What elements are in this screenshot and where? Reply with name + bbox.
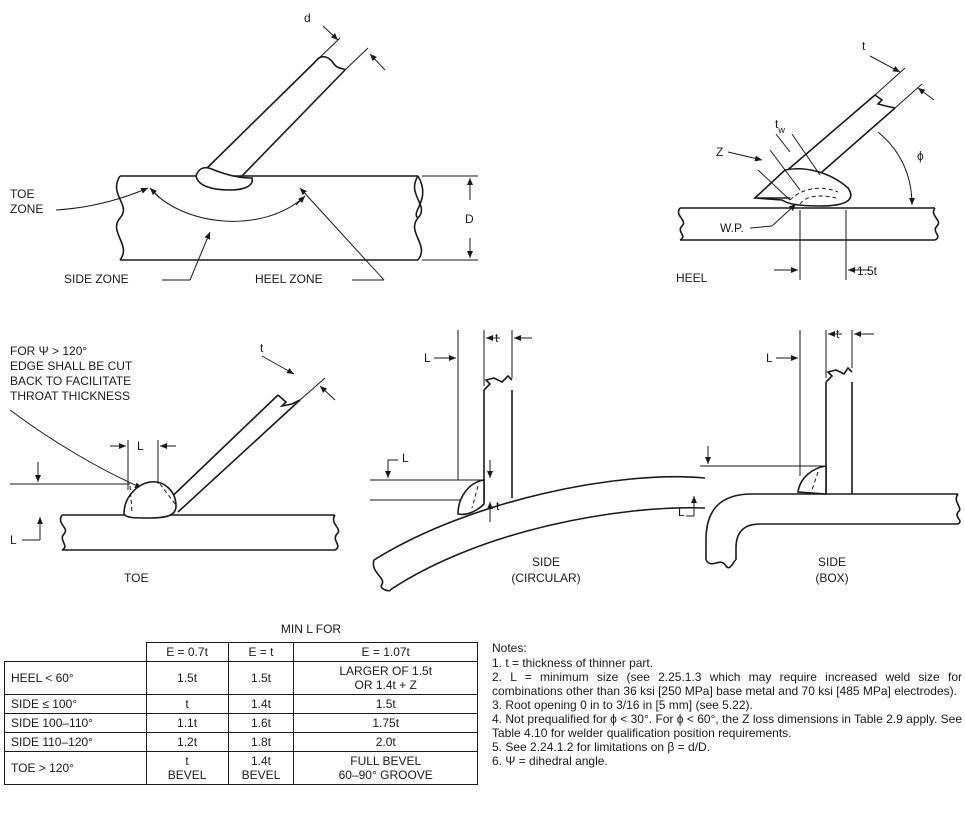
toe-note-2: EDGE SHALL BE CUT [10,359,133,373]
table-cell-line: FULL BEVEL [350,754,422,768]
label-side-box-1: SIDE [818,555,846,569]
label-phi: ϕ [917,149,924,163]
label-t-box: t [836,327,840,341]
side-box-detail: L t L SIDE (BOX) [678,327,961,585]
joint-details-drawing: d D TOE ZONE SIDE ZONE HEEL ZONE [9,11,961,592]
table-caption: MIN L FOR [280,622,342,636]
table-cell: 1.2t [145,732,229,752]
toe-note-1: FOR Ψ > 120° [10,344,87,358]
table-header-cell: E = 0.7t [145,642,229,662]
side-circular-detail: L t L t SIDE (CIRCULAR) [370,330,706,592]
table-row-label: SIDE 110–120° [4,732,147,752]
table-header-row: E = 0.7t E = t E = 1.07t [4,642,478,662]
table-cell: 1.6t [227,713,295,733]
table-row-label: HEEL < 60° [4,661,147,695]
table-cell: 1.5t [145,661,229,695]
heel-detail: t tw Z ϕ W.P. 1.5t HEEL [676,39,940,285]
label-wp: W.P. [720,221,744,235]
label-L-circ-side: L [402,451,409,465]
label-tw: tw [775,117,785,135]
label-L-box-side: L [678,505,685,519]
toe-note-3: BACK TO FACILITATE [10,374,131,388]
label-Z: Z [716,145,723,159]
note-item: 3. Root opening 0 in to 3/16 in [5 mm] (… [492,698,753,712]
table-cell: t [145,694,229,714]
note-item: 1. t = thickness of thinner part. [492,656,654,670]
label-L-toe-top: L [137,439,144,453]
note-item: 4. Not prequalified for ϕ < 30°. For ϕ <… [492,712,962,740]
label-heel-zone: HEEL ZONE [255,272,323,286]
table-cell: 1.4t [227,694,295,714]
table-cell-line: BEVEL [167,768,207,782]
table-row-label: TOE > 120° [4,751,147,785]
label-t-toe: t [260,341,264,355]
label-side-circ-2: (CIRCULAR) [511,571,580,585]
table-row: SIDE 100–110° 1.1t 1.6t 1.75t [4,713,478,733]
table-header-blank [4,642,147,662]
table-cell-line: 60–90° GROOVE [338,768,433,782]
table-row: SIDE ≤ 100° t 1.4t 1.5t [4,694,478,714]
table-row-label: SIDE 100–110° [4,713,147,733]
table-cell-line: BEVEL [241,768,281,782]
label-t-heel: t [862,39,866,53]
table-row: SIDE 110–120° 1.2t 1.8t 2.0t [4,732,478,752]
table-cell: 1.8t [227,732,295,752]
label-t-circ: t [495,331,499,345]
label-side-box-2: (BOX) [815,571,848,585]
label-heel: HEEL [676,271,708,285]
label-toe-zone-1: TOE [10,187,34,201]
table-header-cell: E = 1.07t [293,642,478,662]
toe-note-4: THROAT THICKNESS [10,389,130,403]
table-cell: 2.0t [293,732,478,752]
notes-title: Notes: [492,641,527,655]
label-L-circ-top: L [424,351,431,365]
note-item: 5. See 2.24.1.2 for limitations on β = d… [492,740,711,754]
label-D: D [465,212,474,226]
label-toe-zone-2: ZONE [10,202,43,216]
table-header-cell: E = t [227,642,295,662]
table-cell-line: 1.4t [250,754,271,768]
table-cell-line: t [185,754,189,768]
table-cell-line: OR 1.4t + Z [354,678,417,692]
table-cell-line: LARGER OF 1.5t [339,664,433,678]
notes-block: Notes: 1. t = thickness of thinner part.… [492,641,962,768]
min-l-grid: E = 0.7t E = t E = 1.07t HEEL < 60° 1.5t… [4,642,478,785]
label-toe: TOE [124,571,148,585]
min-l-table: MIN L FOR E = 0.7t E = t E = 1.07t HEEL … [4,620,478,785]
label-side-zone: SIDE ZONE [64,272,129,286]
note-item: 2. L = minimum size (see 2.25.1.3 which … [492,670,962,698]
table-cell: 1.5t [293,694,478,714]
label-t-circ-side: t [496,499,500,513]
note-item: 6. Ψ = dihedral angle. [492,754,608,768]
table-cell: 1.5t [227,661,295,695]
toe-detail: FOR Ψ > 120° EDGE SHALL BE CUT BACK TO F… [9,341,340,585]
label-tw-main: t [775,117,779,131]
label-L-box-top: L [766,351,773,365]
label-side-circ-1: SIDE [532,555,560,569]
table-cell: 1.1t [145,713,229,733]
table-cell: 1.75t [293,713,478,733]
label-tw-sub: w [777,125,785,135]
pipe-joint-overview: d D TOE ZONE SIDE ZONE HEEL ZONE [10,11,478,286]
table-row-label: SIDE ≤ 100° [4,694,147,714]
label-1-5t: 1.5t [857,264,878,278]
label-L-toe-side: L [10,533,17,547]
label-d: d [304,11,311,25]
